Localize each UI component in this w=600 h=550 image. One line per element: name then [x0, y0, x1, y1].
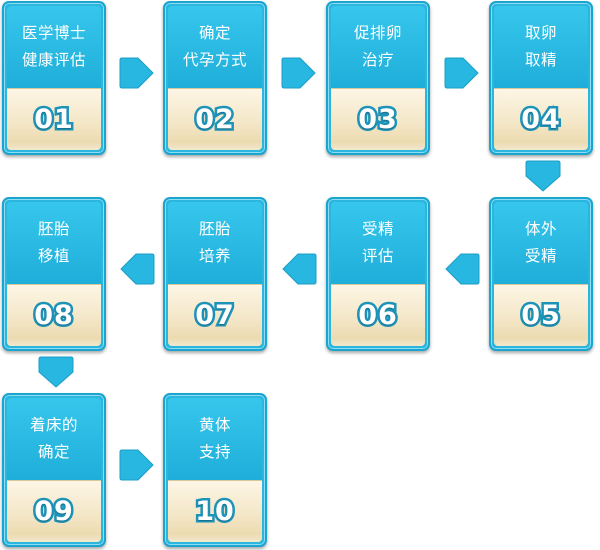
step-card-01: 医学博士 健康评估 01 [2, 1, 106, 155]
step-label: 医学博士 健康评估 [21, 24, 86, 69]
step-label: 取卵 取精 [524, 24, 557, 69]
step-number: 07 [193, 298, 237, 334]
arrow-down-icon [38, 356, 74, 388]
arrow-left-icon [120, 253, 155, 285]
step-number: 10 [193, 494, 237, 530]
step-label: 体外 受精 [524, 220, 557, 265]
step-card-02: 确定 代孕方式 02 [163, 1, 267, 155]
step-card-04: 取卵 取精 04 [489, 1, 593, 155]
step-number: 09 [32, 494, 76, 530]
step-label: 黄体 支持 [198, 416, 231, 461]
step-label: 促排卵 治疗 [353, 24, 402, 69]
step-card-08: 胚胎 移植 08 [2, 197, 106, 351]
arrow-left-icon [282, 253, 317, 285]
arrow-right-icon [119, 449, 154, 481]
step-number: 01 [32, 102, 76, 138]
step-card-10: 黄体 支持 10 [163, 393, 267, 547]
step-label: 受精 评估 [361, 220, 394, 265]
step-card-07: 胚胎 培养 07 [163, 197, 267, 351]
step-number: 06 [356, 298, 400, 334]
step-number: 04 [519, 102, 563, 138]
arrow-left-icon [445, 253, 480, 285]
step-number: 08 [32, 298, 76, 334]
arrow-right-icon [119, 57, 154, 89]
arrow-right-icon [444, 57, 479, 89]
step-number: 02 [193, 102, 237, 138]
step-number: 03 [356, 102, 400, 138]
step-card-05: 体外 受精 05 [489, 197, 593, 351]
step-label: 胚胎 移植 [37, 220, 70, 265]
step-card-06: 受精 评估 06 [326, 197, 430, 351]
arrow-right-icon [281, 57, 316, 89]
step-label: 确定 代孕方式 [182, 24, 247, 69]
step-number: 05 [519, 298, 563, 334]
step-label: 着床的 确定 [29, 416, 78, 461]
arrow-down-icon [525, 160, 561, 192]
step-card-03: 促排卵 治疗 03 [326, 1, 430, 155]
step-label: 胚胎 培养 [198, 220, 231, 265]
step-card-09: 着床的 确定 09 [2, 393, 106, 547]
